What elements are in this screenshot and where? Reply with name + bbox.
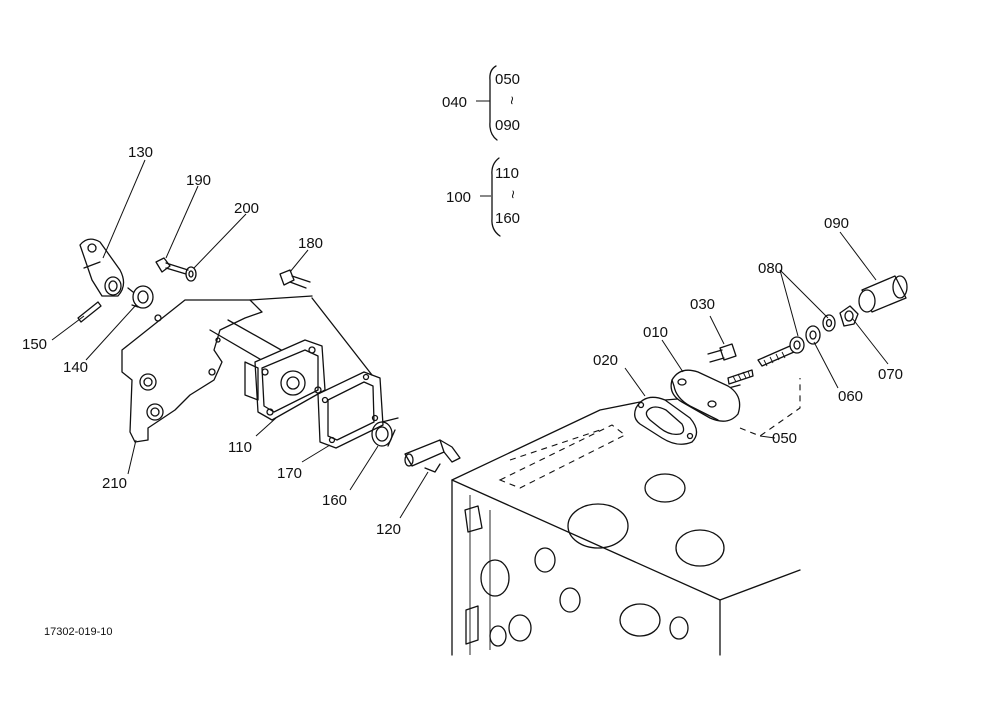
- group-040-to: 090: [495, 117, 520, 134]
- housing-110: [209, 319, 326, 421]
- label-110: 110: [228, 439, 252, 456]
- engine-block-drawing: [451, 384, 801, 656]
- label-200: 200: [234, 200, 259, 217]
- group-100-from: 110: [495, 165, 519, 182]
- cap-090: [858, 275, 908, 313]
- plate-010: [670, 369, 741, 422]
- group-050-dashed-bracket: [739, 378, 801, 439]
- group-040-id: 040: [442, 94, 467, 111]
- gasket-170: [311, 297, 384, 449]
- leader-lines: [51, 159, 889, 519]
- figure-code: 17302-019-10: [44, 626, 113, 638]
- label-070: 070: [878, 366, 903, 383]
- label-140: 140: [63, 359, 88, 376]
- label-020: 020: [593, 352, 618, 369]
- bolt-030: [707, 343, 737, 363]
- group-040-from: 050: [495, 71, 520, 88]
- label-060: 060: [838, 388, 863, 405]
- adjust-screw-assembly-050: [727, 305, 859, 385]
- group-100-id: 100: [446, 189, 471, 206]
- label-130: 130: [128, 144, 153, 161]
- label-090: 090: [824, 215, 849, 232]
- label-080: 080: [758, 260, 783, 277]
- washer-200: [185, 266, 197, 282]
- label-150: 150: [22, 336, 47, 353]
- group-040-sep: ~: [503, 96, 520, 105]
- group-040-bracket: 040 050 ~ 090: [442, 65, 520, 141]
- label-120: 120: [376, 521, 401, 538]
- shaft-120: [404, 439, 461, 473]
- gasket-020: [634, 396, 698, 445]
- group-100-to: 160: [495, 210, 520, 227]
- label-180: 180: [298, 235, 323, 252]
- bracket-plate-210: [121, 295, 313, 443]
- label-030: 030: [690, 296, 715, 313]
- group-100-bracket: 100 110 ~ 160: [446, 157, 521, 237]
- group-100-sep: ~: [504, 190, 521, 199]
- lever-130: [79, 238, 125, 297]
- part-labels: 130 190 200 180 150 140 210 110 170 160 …: [22, 144, 903, 538]
- spring-160: [371, 417, 399, 447]
- bush-140: [127, 285, 154, 309]
- label-010: 010: [643, 324, 668, 341]
- label-170: 170: [277, 465, 302, 482]
- label-190: 190: [186, 172, 211, 189]
- bolt-190: [155, 257, 189, 275]
- label-160: 160: [322, 492, 347, 509]
- bolt-180: [279, 269, 311, 289]
- pin-150: [77, 301, 102, 323]
- label-210: 210: [102, 475, 127, 492]
- label-050: 050: [772, 430, 797, 447]
